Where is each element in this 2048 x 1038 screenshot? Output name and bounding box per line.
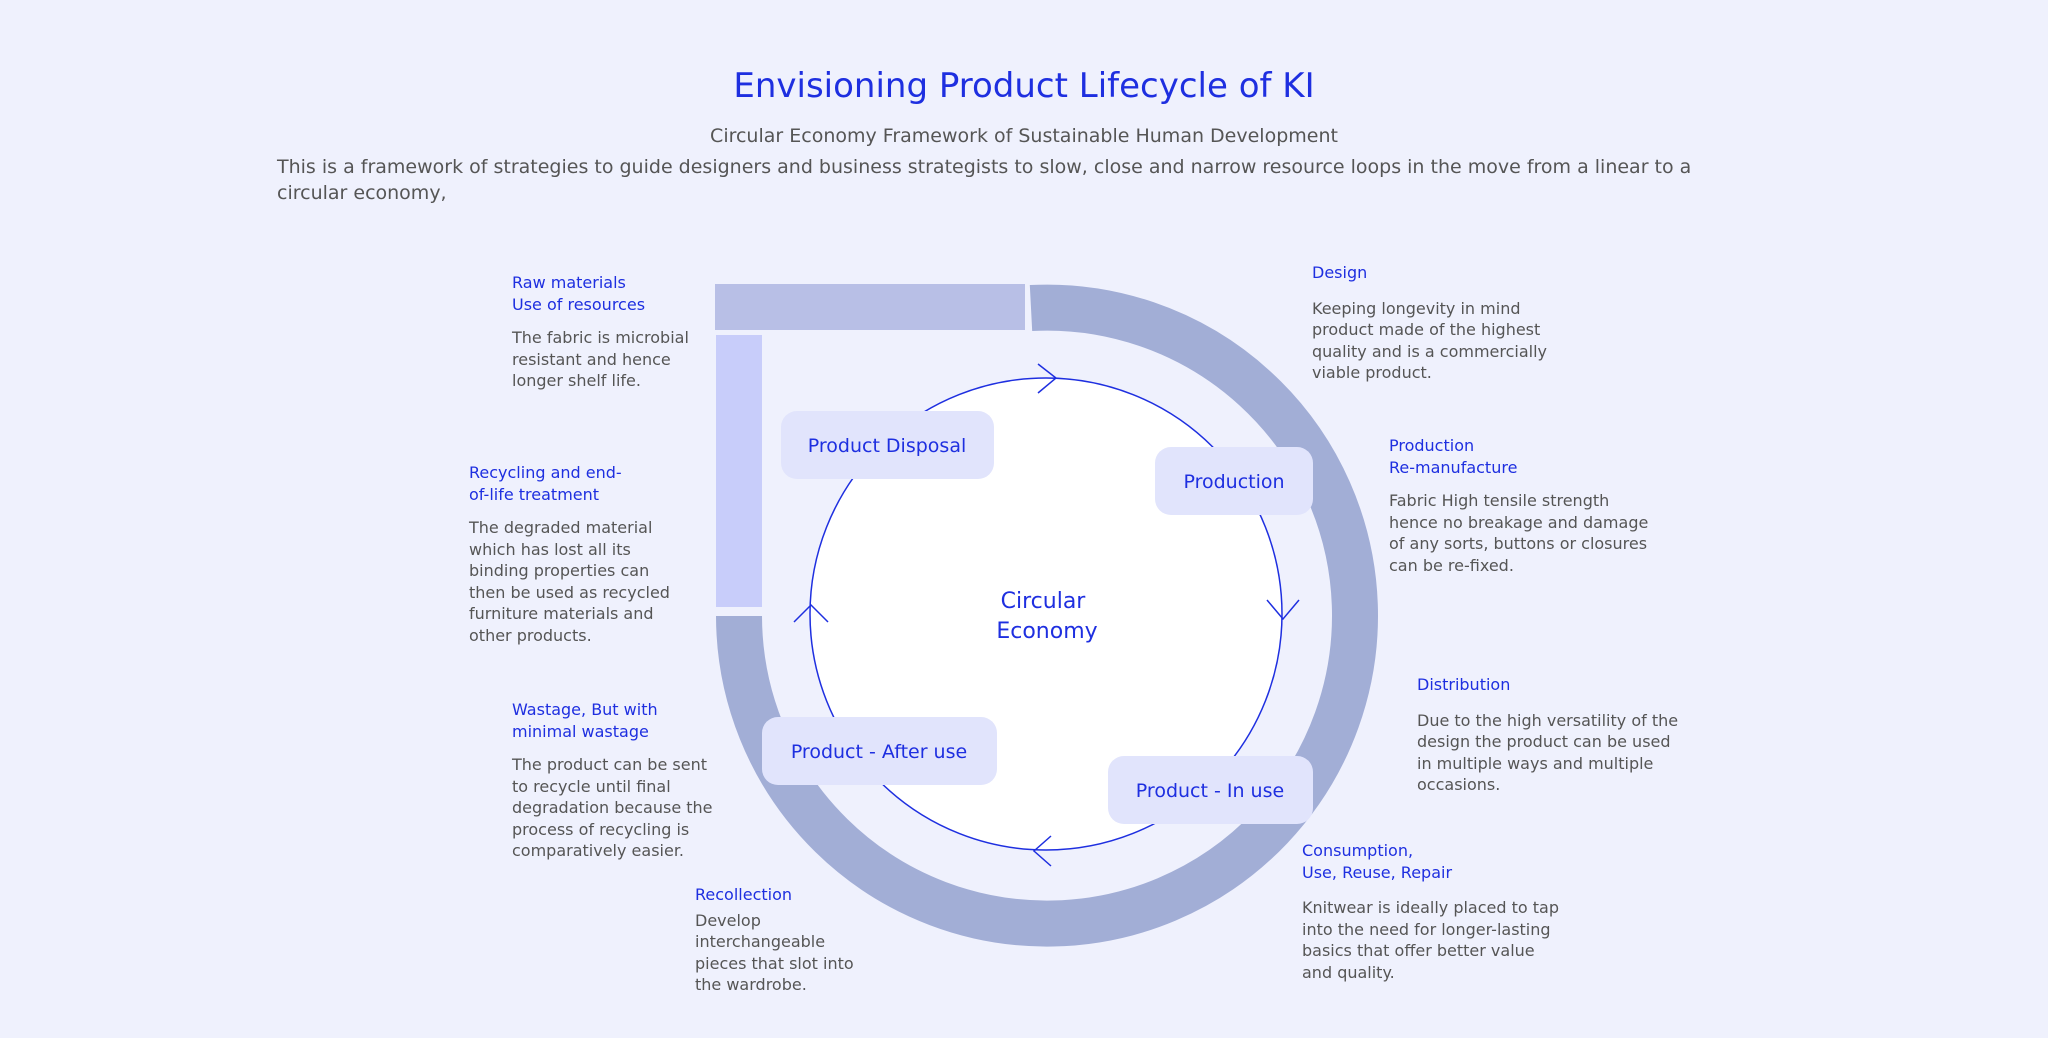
note-line: Develop — [695, 910, 761, 930]
note-line: product made of the highest — [1312, 320, 1541, 339]
stage-product-after-use: Product - After use — [762, 717, 997, 785]
note-line: design the product can be used — [1417, 732, 1671, 751]
note-line: furniture materials and — [469, 604, 654, 623]
top-bar — [715, 284, 1025, 330]
outer-ring-arc — [716, 284, 1378, 947]
arrow-chevron-bottom — [1032, 835, 1052, 867]
stage-product-disposal: Product Disposal — [781, 411, 994, 479]
stage-label-production: Production — [1183, 471, 1284, 493]
note-line: Knitwear is ideally placed to tap — [1302, 898, 1559, 917]
note-heading: Raw materials — [512, 273, 626, 292]
note-line: degradation because the — [512, 798, 713, 817]
note-heading: Wastage, But with — [512, 700, 658, 719]
note-heading: Distribution — [1417, 675, 1511, 694]
note-line: The product can be sent — [512, 755, 707, 774]
note-line: then be used as recycled — [469, 582, 670, 602]
note-line: Keeping longevity in mind — [1312, 298, 1521, 318]
note-line: and quality. — [1302, 962, 1395, 982]
note-heading: of-life treatment — [469, 484, 600, 504]
note-heading: Use of resources — [512, 294, 646, 314]
arrow-chevron-top — [1037, 363, 1058, 394]
note-line: interchangeable — [695, 932, 826, 951]
note-line: hence no breakage and damage — [1389, 512, 1649, 532]
stage-product-in-use: Product - In use — [1108, 756, 1313, 824]
note-wastage: Wastage, But with minimal wastage The pro… — [512, 699, 713, 862]
note-distribution: Distribution Due to the high versatility… — [1417, 674, 1678, 796]
note-line: of any sorts, buttons or closures — [1389, 534, 1648, 553]
page-subtitle: Circular Economy Framework of Sustainabl… — [710, 125, 1338, 147]
note-line: viable product. — [1312, 363, 1432, 382]
arrow-chevron-right — [1266, 599, 1300, 621]
note-heading: Recycling and end- — [469, 463, 622, 482]
note-line: in multiple ways and multiple — [1417, 753, 1654, 773]
note-line: which has lost all its — [469, 539, 631, 559]
note-heading: Design — [1312, 263, 1368, 282]
center-label-line-1: Circular — [1001, 589, 1087, 614]
note-design: Design Keeping longevity in mind product … — [1312, 262, 1547, 384]
arrow-chevron-left — [793, 603, 829, 623]
note-heading: minimal wastage — [512, 721, 649, 741]
note-line: other products. — [469, 625, 592, 645]
note-line: can be re-fixed. — [1389, 555, 1514, 575]
note-heading: Consumption, — [1302, 841, 1414, 860]
note-line: longer shelf life. — [512, 371, 641, 390]
stage-label-in-use: Product - In use — [1136, 780, 1284, 802]
stage-label-disposal: Product Disposal — [808, 435, 967, 457]
note-line: The degraded material — [469, 518, 653, 537]
note-line: quality and is a commercially — [1312, 341, 1547, 361]
center-label-line-2: Economy — [996, 619, 1097, 644]
note-line: Fabric High tensile strength — [1389, 491, 1610, 510]
note-line: resistant and hence — [512, 349, 671, 369]
note-line: pieces that slot into — [695, 953, 854, 973]
intro-text: This is a framework of strategies to gui… — [277, 156, 1692, 204]
note-line: The fabric is microbial — [512, 328, 689, 347]
note-line: comparatively easier. — [512, 841, 685, 860]
note-heading: Re-manufacture — [1389, 457, 1518, 477]
note-consumption: Consumption, Use, Reuse, Repair Knitwear … — [1302, 840, 1559, 983]
stage-label-after-use: Product - After use — [791, 741, 967, 763]
page-title: Envisioning Product Lifecycle of KI — [733, 66, 1315, 106]
note-line: Due to the high versatility of the — [1417, 710, 1679, 730]
note-heading: Production — [1389, 436, 1475, 455]
stage-production: Production — [1155, 447, 1313, 515]
note-line: binding properties can — [469, 561, 650, 580]
note-line: the wardrobe. — [695, 975, 807, 994]
note-line: process of recycling is — [512, 819, 690, 839]
note-heading: Use, Reuse, Repair — [1302, 862, 1453, 882]
note-line: occasions. — [1417, 775, 1501, 794]
note-recollection: Recollection Develop interchangeable piece… — [695, 884, 854, 996]
left-bar — [716, 335, 762, 607]
note-heading: Recollection — [695, 885, 793, 904]
note-line: to recycle until final — [512, 776, 671, 796]
note-recycling: Recycling and end-of-life treatment The … — [469, 462, 670, 646]
note-line: into the need for longer-lasting — [1302, 919, 1551, 939]
note-line: basics that offer better value — [1302, 941, 1535, 960]
